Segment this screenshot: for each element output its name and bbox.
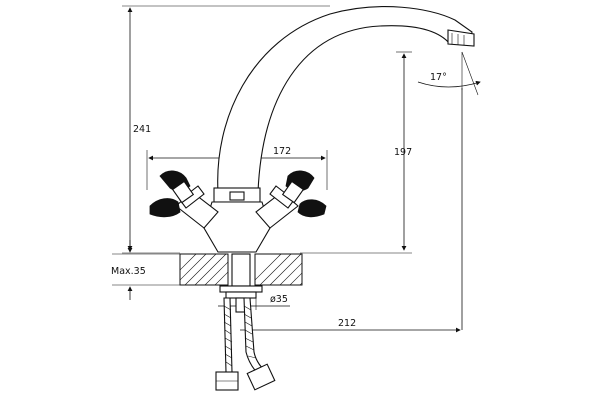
right-handle bbox=[269, 170, 327, 218]
swivel-screw bbox=[229, 191, 245, 201]
spout-angle-label: 17° bbox=[430, 72, 447, 83]
spout-height-label: 197 bbox=[394, 147, 412, 158]
dimension-reach: 212 bbox=[240, 88, 463, 333]
reach-label: 212 bbox=[338, 318, 356, 329]
mounting-assembly bbox=[219, 253, 263, 313]
spout bbox=[217, 6, 475, 193]
dimension-spout-angle: 17° bbox=[417, 51, 481, 96]
total-height-label: 241 bbox=[133, 124, 151, 135]
dimension-max-thickness: Max.35 bbox=[111, 240, 180, 300]
flexible-hoses bbox=[215, 297, 276, 391]
dimension-total-height: 241 bbox=[122, 5, 330, 254]
right-hose-nut bbox=[246, 363, 276, 391]
left-handle bbox=[149, 170, 205, 218]
handle-span-label: 172 bbox=[273, 146, 291, 157]
mount-diameter-label: ø35 bbox=[270, 294, 288, 305]
max-thickness-label: Max.35 bbox=[111, 266, 146, 277]
faucet-body bbox=[175, 187, 299, 253]
dimension-spout-height: 197 bbox=[300, 51, 412, 254]
countertop-section bbox=[179, 253, 303, 286]
